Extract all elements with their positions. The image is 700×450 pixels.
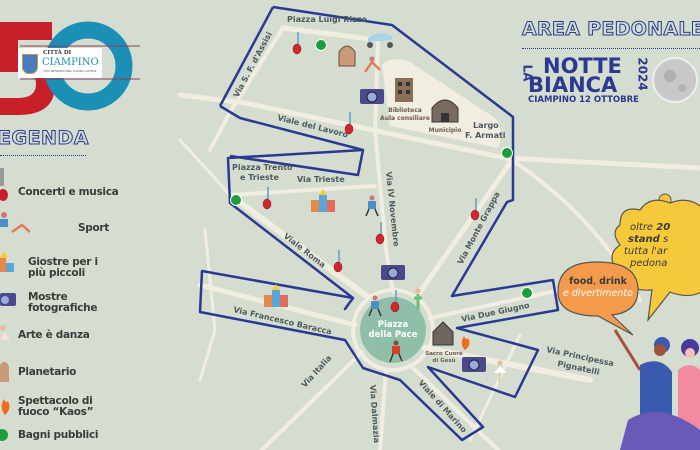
city-subtitle: CITTÀ METROPOLITANA DI ROMA CAPITALE	[43, 70, 97, 73]
food-speech-bubble	[557, 261, 639, 336]
roundabout	[351, 288, 435, 372]
city-name: CIAMPINO	[42, 57, 99, 68]
basketball-player-icon[interactable]	[389, 340, 403, 363]
church-label-2: di Gesù	[432, 357, 455, 364]
piazza-label-2: della Pace	[369, 330, 418, 340]
toilet-icon[interactable]	[315, 39, 327, 51]
legend-icons	[0, 168, 30, 441]
church-label: Sacro Cuore	[425, 351, 463, 357]
football-player-icon[interactable]	[365, 195, 379, 217]
largo-label-2: F. Armati	[465, 131, 506, 140]
coat-of-arms-icon	[22, 54, 38, 74]
fire-icon[interactable]	[461, 336, 470, 350]
guitar-icon[interactable]	[470, 198, 480, 221]
toy-blocks-icon	[0, 251, 14, 272]
stands-bubble-text: oltre 20 stand s tutta l'ar pedona	[624, 222, 700, 270]
legend-rides: Giostre per i più piccoli	[28, 256, 98, 279]
planetarium-icon[interactable]	[338, 45, 356, 67]
street-dalmazia: Via Dalmazia	[368, 385, 381, 444]
fire-icon	[1, 399, 10, 415]
guitar-icon[interactable]	[262, 187, 272, 210]
toy-blocks-icon[interactable]	[264, 284, 288, 307]
scooter-icon[interactable]	[367, 33, 393, 48]
legend-title: EGENDA	[0, 127, 89, 150]
people-illustration	[613, 329, 700, 450]
piazza-della-pace[interactable]	[360, 297, 426, 363]
notte-label: NOTTE	[543, 54, 622, 78]
town-hall-label: Municipio	[429, 127, 462, 134]
guitar-icon[interactable]	[333, 250, 343, 273]
street-trento: Piazza Trento	[232, 163, 293, 172]
dancer-icon	[0, 325, 10, 340]
legend-sport: Sport	[78, 222, 109, 234]
stand-line1: oltre	[630, 222, 657, 233]
library-label: Biblioteca	[388, 107, 422, 114]
food-bubble-text: food, drink e divertimento	[560, 276, 636, 300]
guitar-icon[interactable]	[375, 222, 385, 245]
camera-icon	[0, 293, 16, 306]
street-trieste: Via Trieste	[297, 175, 345, 184]
legend-divider	[0, 155, 86, 156]
street-marino: Viale di Marino	[417, 378, 469, 435]
area-pedonale-title: AREA PEDONALE	[521, 18, 700, 41]
church-icon[interactable]	[432, 321, 454, 346]
runner-icon[interactable]	[363, 56, 381, 73]
legend-art-dance: Arte è danza	[18, 329, 90, 341]
guitar-icon[interactable]	[390, 290, 400, 313]
pedestrian-area-boundary	[198, 5, 560, 442]
toy-blocks-icon[interactable]	[311, 189, 335, 212]
guitar-icon[interactable]	[344, 112, 354, 135]
legend-toilets: Bagni pubblici	[18, 429, 99, 441]
stand-line4: pedona	[630, 258, 668, 269]
legend-concerts: Concerti e musica	[18, 186, 119, 198]
toilet-icon[interactable]	[230, 194, 242, 206]
stands-cloud-bubble	[611, 193, 700, 323]
camera-icon[interactable]	[360, 89, 384, 104]
legend-photo-exhibits: Mostre fotografiche	[28, 291, 98, 314]
header-divider	[522, 48, 700, 49]
food-word: food	[569, 276, 594, 287]
planetarium-icon	[0, 361, 9, 382]
fun-word: e divertimento	[563, 288, 633, 299]
street-roma: Viale Roma	[282, 231, 327, 269]
stand-count: 20	[656, 222, 671, 233]
piazza-label: Piazza	[378, 320, 409, 330]
food-sep: ,	[593, 276, 600, 287]
year-label: 2024	[635, 57, 650, 91]
stand-line2: s	[659, 234, 669, 245]
athletes-icon	[0, 212, 30, 234]
moon-icon	[652, 57, 698, 103]
football-player-icon[interactable]	[368, 295, 382, 317]
library-label-2: Aula consiliare	[380, 115, 430, 122]
camera-icon[interactable]	[462, 357, 486, 372]
town-hall-icon[interactable]	[431, 99, 459, 123]
largo-label: Largo	[473, 121, 499, 130]
street-assisi: Via S. F. d'Assisi	[232, 30, 274, 99]
stand-word: stand	[628, 234, 660, 245]
legend-fire-show: Spettacolo di fuoco “Kaos”	[18, 395, 94, 418]
green-dot-icon	[0, 429, 8, 441]
guitar-icon[interactable]	[292, 32, 302, 55]
stand-line3: tutta l'ar	[624, 246, 668, 257]
city-logo: CITTÀ DI CIAMPINO CITTÀ METROPOLITANA DI…	[18, 48, 102, 78]
street-trento-2: e Trieste	[240, 173, 279, 182]
toilet-icon[interactable]	[521, 287, 533, 299]
toilet-icon[interactable]	[501, 147, 513, 159]
date-label: CIAMPINO 12 OTTOBRE	[528, 95, 639, 105]
ballerina-icon[interactable]	[494, 360, 506, 383]
library-icon[interactable]	[395, 78, 413, 102]
guitar-icon	[0, 168, 8, 201]
street-piazza-luigi-rizzo: Piazza Luigi Rizzo	[287, 15, 368, 24]
bianca-label: BIANCA	[528, 73, 618, 97]
legend-planetarium: Planetario	[18, 366, 77, 378]
dancer-icon[interactable]	[414, 288, 422, 311]
city-prefix: CITTÀ DI	[43, 50, 72, 56]
drink-word: drink	[599, 276, 627, 287]
camera-icon[interactable]	[381, 265, 405, 280]
